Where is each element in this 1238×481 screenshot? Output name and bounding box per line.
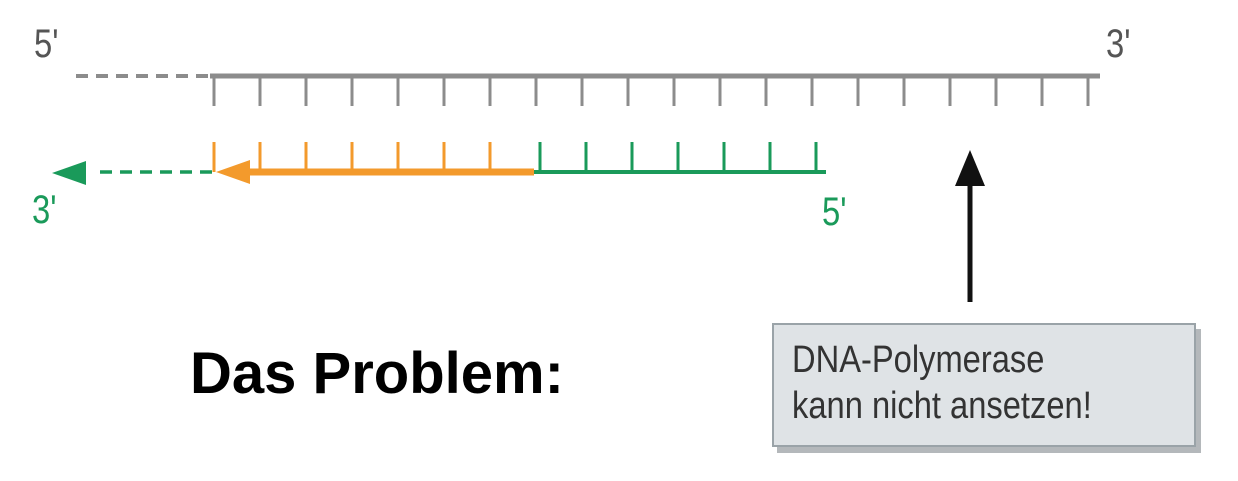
primer-arrowhead bbox=[216, 160, 250, 184]
template-five-prime-label: 5' bbox=[34, 22, 59, 66]
new-strand-ticks bbox=[538, 142, 818, 172]
pointer-arrowhead bbox=[955, 150, 985, 186]
new-strand-five-prime-label: 5' bbox=[822, 190, 847, 234]
callout-line-2: kann nicht ansetzen! bbox=[792, 385, 1092, 427]
callout-line-1: DNA-Polymerase bbox=[792, 339, 1045, 381]
new-strand-three-prime-label: 3' bbox=[32, 188, 57, 232]
new-strand-arrowhead bbox=[52, 161, 86, 185]
page-title: Das Problem: bbox=[190, 341, 564, 406]
template-three-prime-label: 3' bbox=[1106, 22, 1131, 66]
callout-box: DNA-Polymerase kann nicht ansetzen! bbox=[772, 323, 1196, 447]
template-ticks bbox=[212, 78, 1090, 106]
primer-ticks bbox=[212, 142, 492, 172]
